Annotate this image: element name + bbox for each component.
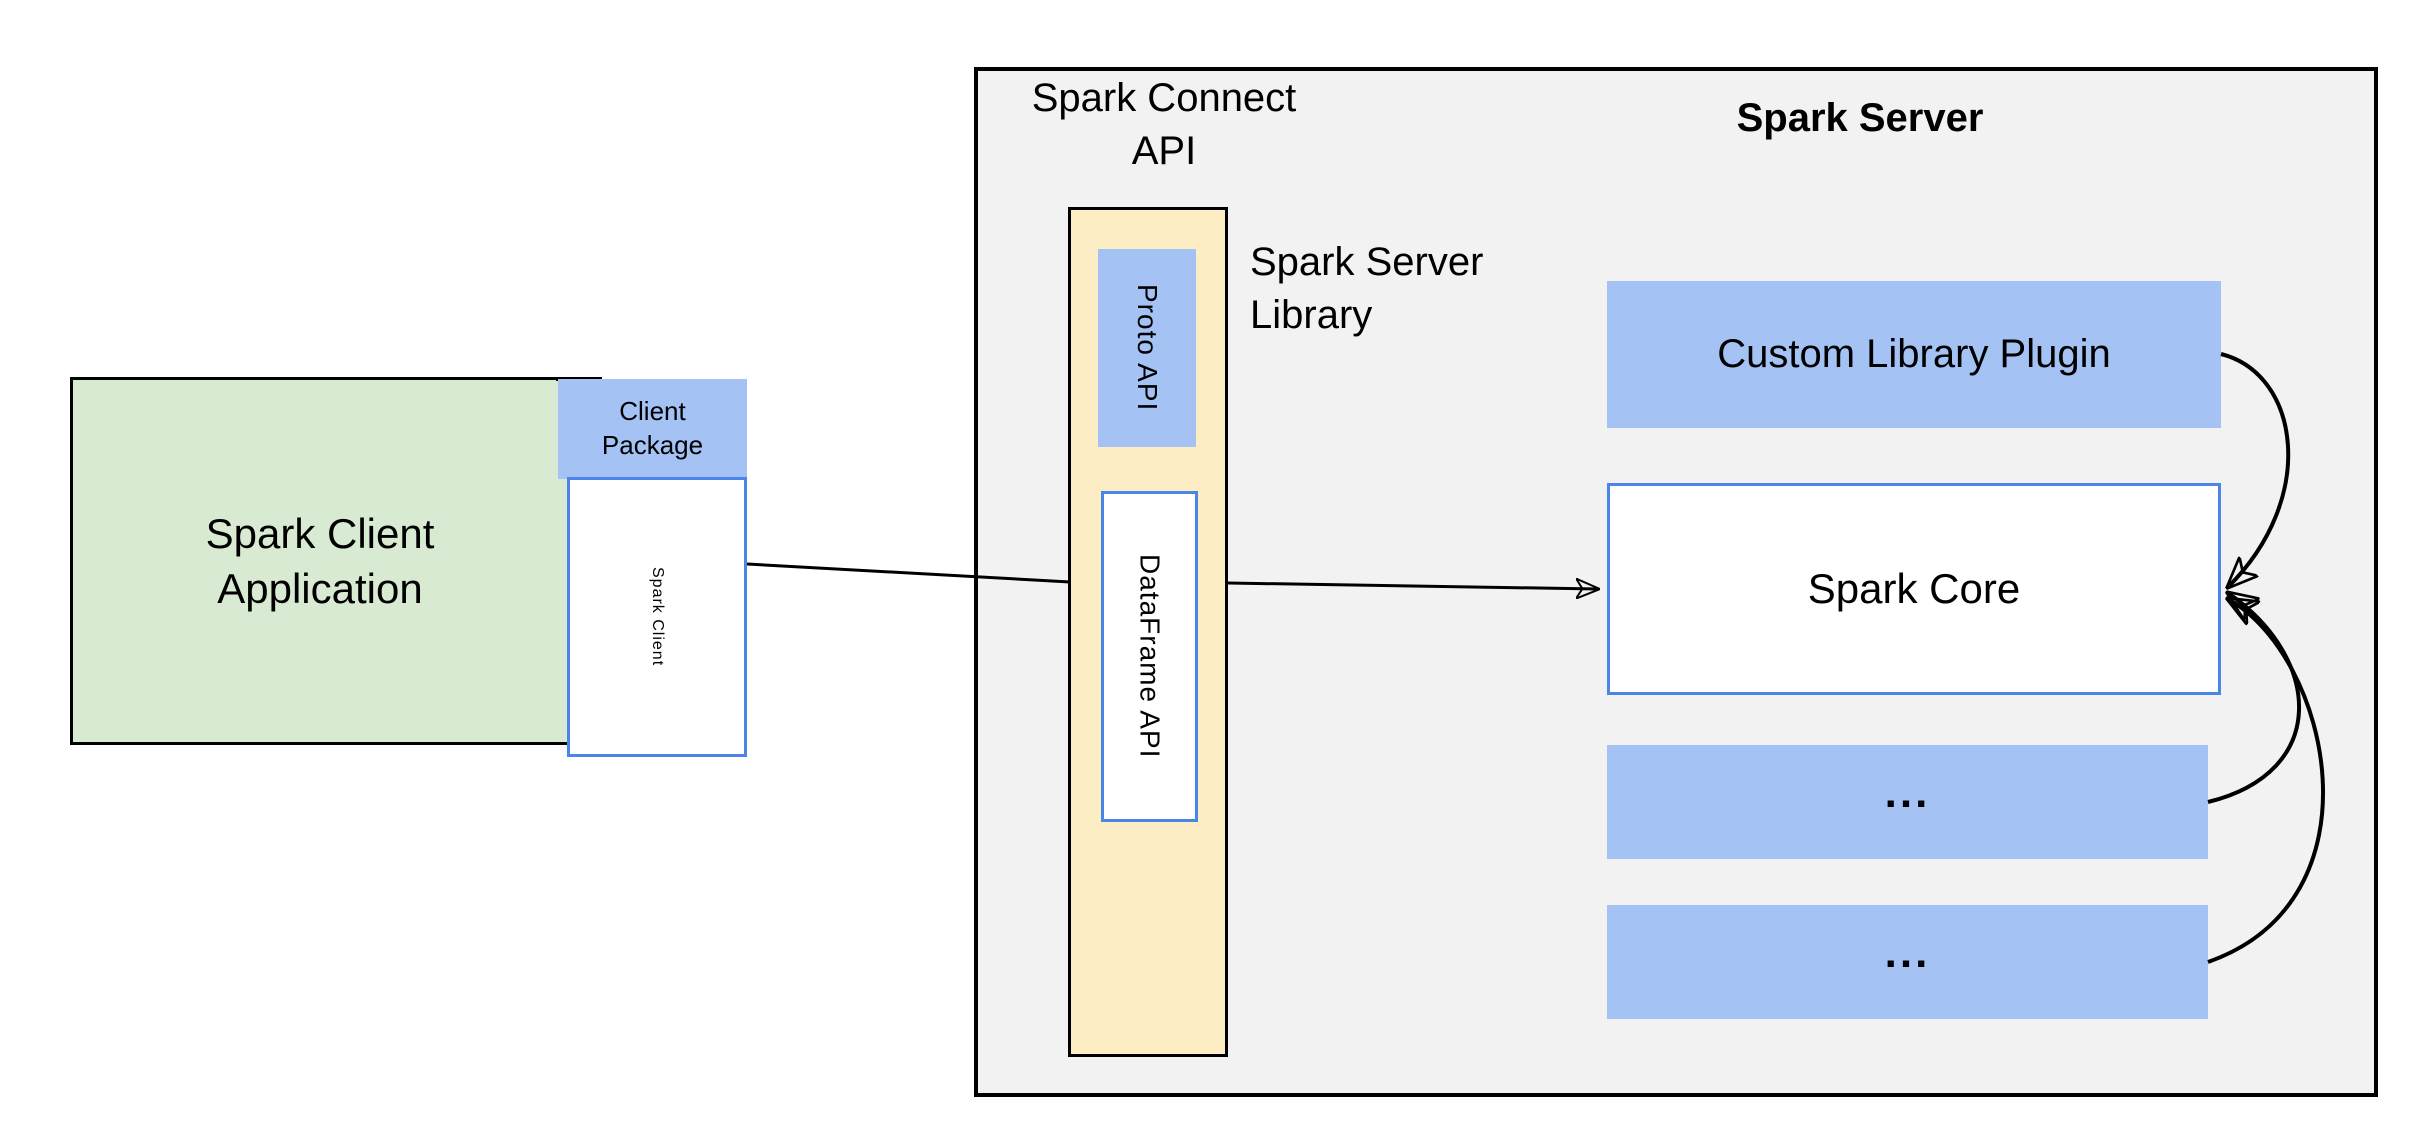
spark-client-box: Spark Client <box>567 477 747 757</box>
ellipsis-box-1-label: ... <box>1884 768 1931 817</box>
client-package-label: Client Package <box>601 396 704 460</box>
spark-client-label: Spark Client <box>649 567 666 667</box>
spark-core-label: Spark Core <box>1807 565 2021 612</box>
ellipsis-box-2: ... <box>1607 905 2208 1019</box>
spark-core-box: Spark Core <box>1607 483 2221 695</box>
custom-library-plugin-label: Custom Library Plugin <box>1717 332 2111 376</box>
spark-server-library-label: Spark Server Library <box>1250 240 1484 337</box>
proto-api-box: Proto API <box>1098 249 1196 447</box>
ellipsis-box-1: ... <box>1607 745 2208 859</box>
ellipsis-box-2-label: ... <box>1884 928 1931 977</box>
dataframe-api-box: DataFrame API <box>1101 491 1198 822</box>
client-package-box: Client Package <box>558 379 747 479</box>
spark-server-title: Spark Server <box>1736 96 1984 140</box>
proto-api-label: Proto API <box>1132 284 1163 412</box>
dataframe-api-label: DataFrame API <box>1134 554 1166 759</box>
spark-client-application-box: Spark Client Application <box>70 377 570 745</box>
custom-library-plugin-box: Custom Library Plugin <box>1607 281 2221 428</box>
spark-connect-api-title: Spark Connect API <box>1031 76 1297 173</box>
spark-client-application-label: Spark Client Application <box>205 509 435 612</box>
